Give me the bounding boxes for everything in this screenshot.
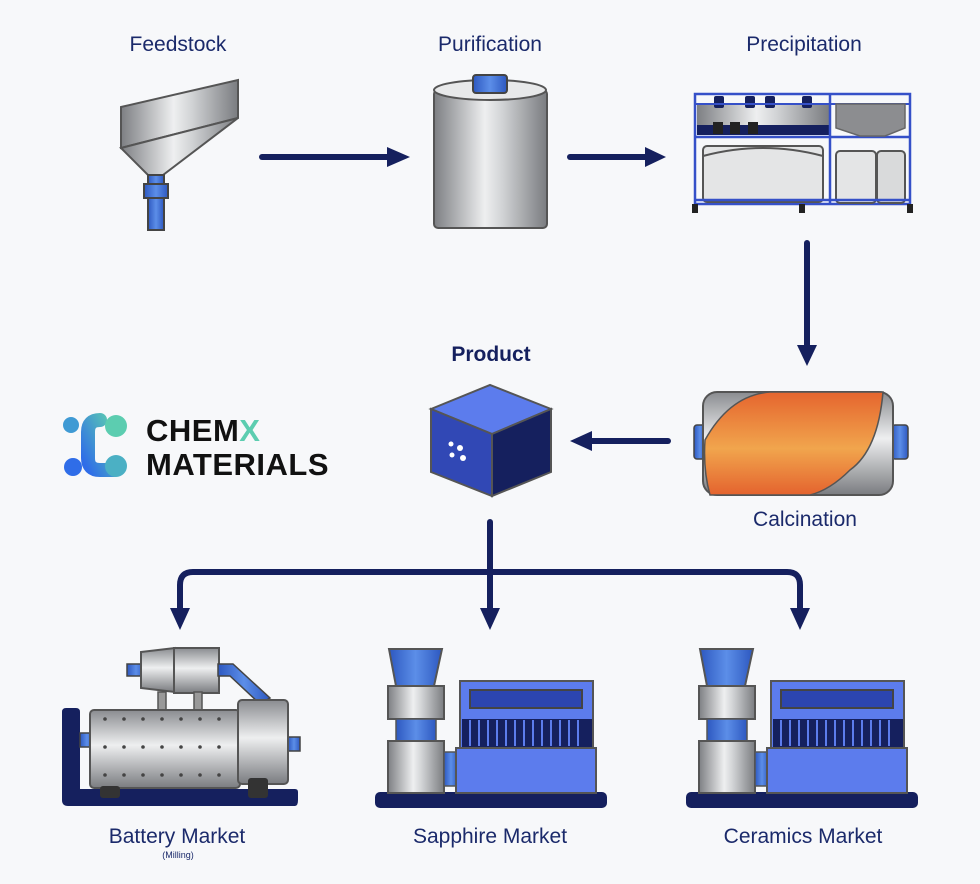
precipitation-station-icon — [692, 92, 913, 213]
stage-label-calcination: Calcination — [753, 508, 857, 531]
arrow-product-to-markets — [170, 519, 810, 630]
product-cube-icon — [428, 383, 554, 498]
market-label-sapphire: Sapphire Market — [412, 825, 568, 848]
logo-wordmark: CHEMX MATERIALS — [146, 414, 329, 482]
market-label-ceramics: Ceramics Market — [723, 825, 883, 848]
logo-accent-x: X — [239, 413, 261, 448]
stage-label-purification: Purification — [438, 33, 542, 56]
ceramics-machine-icon — [686, 648, 918, 808]
market-label-battery: Battery Market — [108, 825, 246, 848]
arrow-feedstock-to-purification — [259, 147, 410, 167]
logo-line-1: CHEMX — [146, 413, 261, 448]
stage-label-feedstock: Feedstock — [129, 33, 227, 56]
market-sublabel-battery: (Milling) — [162, 850, 194, 860]
logo-line-2: MATERIALS — [146, 447, 330, 482]
battery-mill-icon — [62, 646, 301, 806]
sapphire-machine-icon — [375, 648, 607, 808]
arrow-precipitation-to-calcination — [797, 240, 817, 366]
calcination-kiln-icon — [693, 391, 909, 496]
arrow-purification-to-precipitation — [567, 147, 666, 167]
chemx-logo-mark-icon — [63, 413, 127, 477]
purification-tank-icon — [433, 74, 548, 229]
arrow-calcination-to-product — [570, 431, 671, 451]
product-logo-mark-icon — [448, 441, 466, 461]
stage-label-product: Product — [451, 343, 531, 366]
stage-label-precipitation: Precipitation — [746, 33, 862, 56]
feedstock-hopper-icon — [119, 78, 239, 231]
